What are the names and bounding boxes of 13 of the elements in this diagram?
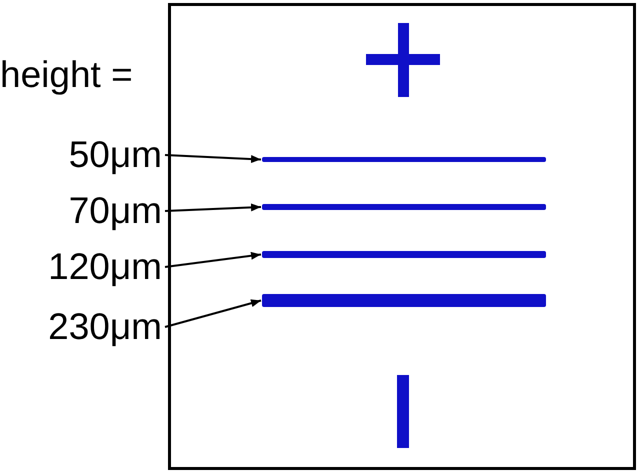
electrode-bar	[262, 251, 546, 258]
caption-label: height =	[0, 53, 133, 97]
arrow	[164, 203, 262, 212]
electrode-bar	[262, 204, 546, 210]
height-label: 230μm	[6, 305, 162, 349]
arrow	[164, 252, 262, 268]
electrode-bar	[262, 294, 546, 307]
arrow	[164, 299, 262, 328]
electrode-bar	[262, 157, 546, 162]
height-label: 70μm	[30, 189, 162, 233]
arrow	[164, 154, 262, 164]
height-label: 120μm	[6, 245, 162, 289]
height-label: 50μm	[30, 133, 162, 177]
